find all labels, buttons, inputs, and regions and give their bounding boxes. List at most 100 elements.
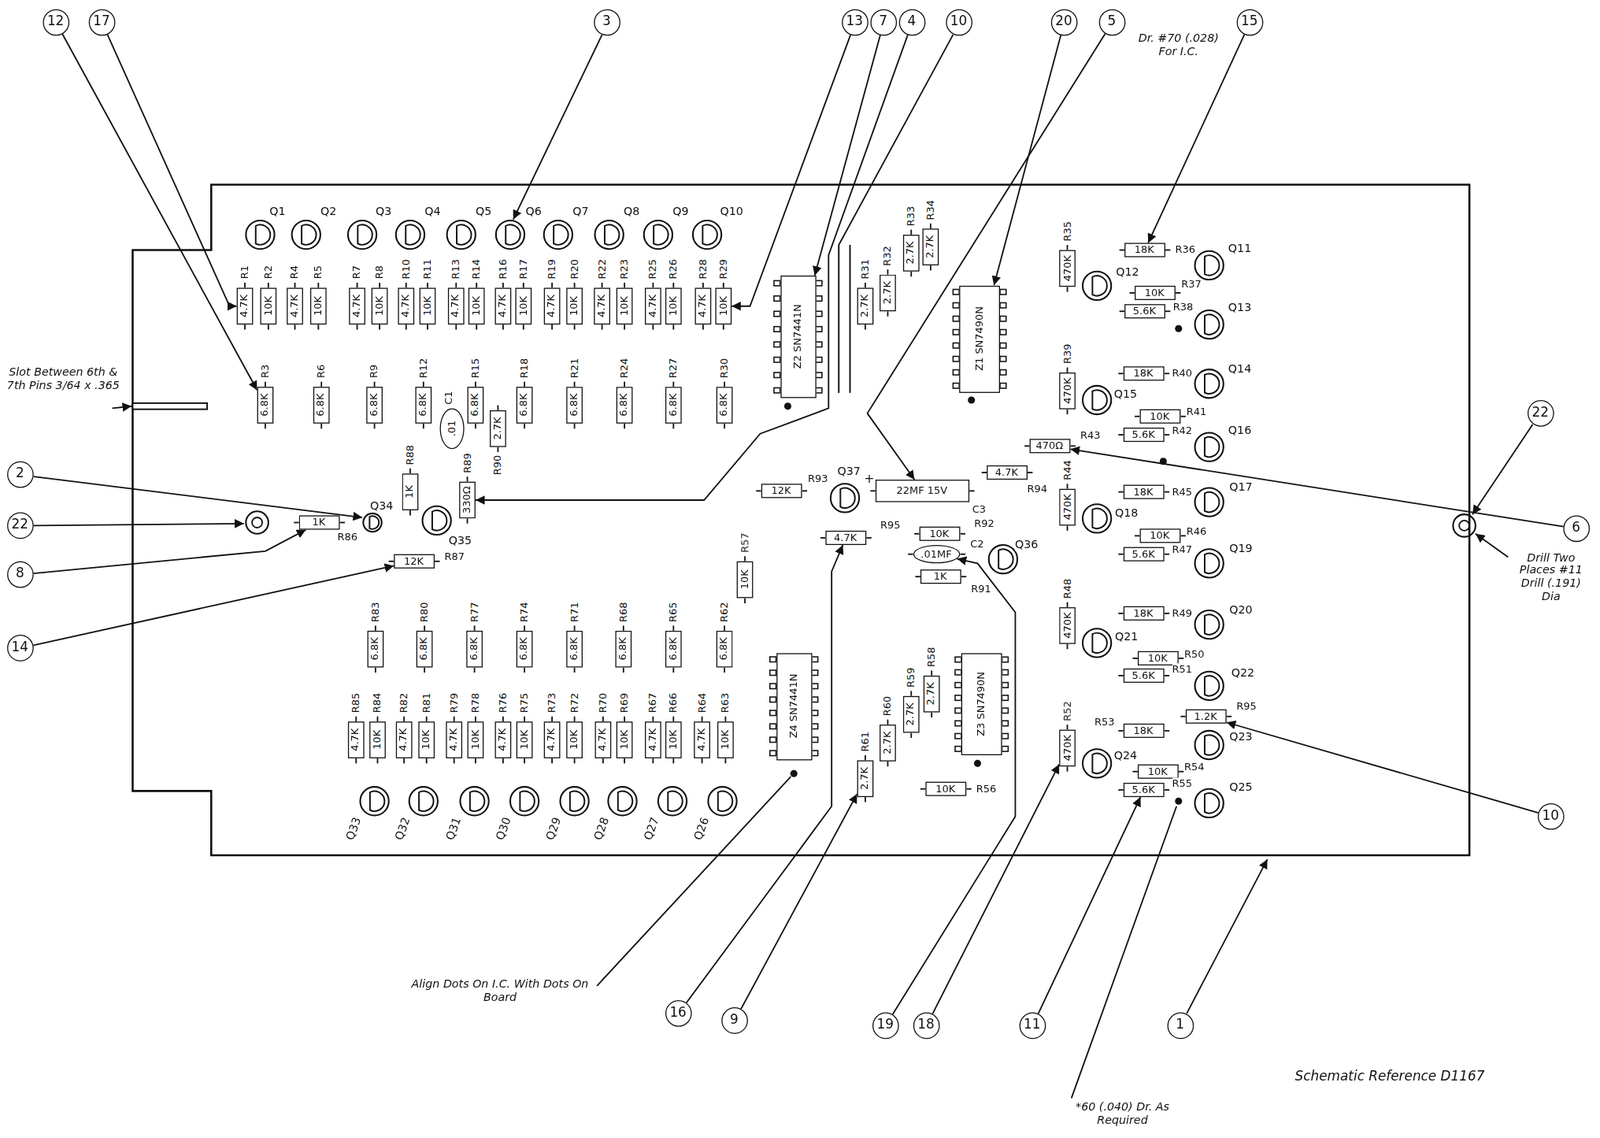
transistor-label: Q19 — [1229, 542, 1252, 556]
ic-pin — [811, 683, 819, 689]
resistor-body: 18KR45 — [1123, 485, 1165, 500]
transistor-flat — [1204, 675, 1219, 696]
transistor-label: Q27 — [641, 815, 662, 842]
ic-pin — [774, 311, 781, 316]
resistor-body: 2.7KR34 — [922, 228, 940, 266]
component-lead — [356, 324, 359, 330]
resistor-body: 5.6KR47 — [1123, 547, 1165, 562]
callout-bubble: 1 — [1167, 1012, 1195, 1040]
transistor-flat — [470, 791, 485, 812]
reference-designator: R58 — [925, 646, 938, 667]
transistor-label: Q12 — [1115, 266, 1139, 279]
transistor-label: Q29 — [544, 815, 564, 842]
resistor-body: 4.7KR7 — [348, 287, 366, 325]
component-value: 470Ω — [1036, 439, 1064, 452]
board-outline — [132, 185, 1470, 856]
transistor-outline — [362, 513, 382, 532]
drawing-note: Dr. #70 (.028) For I.C. — [1131, 33, 1226, 60]
resistor-body: 4.7KR73 — [544, 721, 561, 759]
reference-designator: R36 — [1174, 243, 1196, 256]
resistor-body: 6.8KR71 — [566, 630, 583, 668]
component-value: 4.7K — [646, 727, 659, 751]
reference-designator: R41 — [1186, 405, 1208, 418]
component-value: 6.8K — [618, 392, 630, 416]
component-lead — [1066, 286, 1069, 292]
leader-line — [686, 544, 844, 1003]
alignment-dot — [974, 759, 982, 767]
leader-line — [107, 34, 237, 307]
callout-bubble: 10 — [945, 9, 973, 37]
reference-designator: R46 — [1186, 525, 1208, 538]
reference-designator: R19 — [545, 259, 558, 280]
transistor-flat — [1204, 614, 1219, 634]
transistor-label: Q36 — [1014, 538, 1038, 552]
transistor-flat — [357, 224, 372, 245]
transistor-outline — [1195, 432, 1224, 461]
ic-pin — [815, 296, 823, 301]
callout-number: 19 — [876, 1017, 893, 1033]
resistor-body: 6.8KR12 — [414, 386, 432, 424]
transistor-outline — [544, 220, 573, 249]
callout-number: 7 — [878, 14, 888, 30]
ic-pin — [815, 280, 823, 286]
component-lead — [425, 758, 428, 763]
resistor-body: 6.8KR9 — [366, 386, 383, 424]
component-lead — [1164, 674, 1170, 677]
component-value: 12K — [403, 555, 424, 567]
component-lead — [1164, 553, 1170, 556]
transistor-label: Q30 — [493, 815, 514, 842]
resistor-body: 10KR84 — [369, 721, 386, 759]
resistor-body: 4.7KR94 — [986, 465, 1028, 480]
resistor-body: 10KR46 — [1140, 528, 1182, 543]
reference-designator: R81 — [420, 692, 433, 714]
transistor-outline — [447, 220, 476, 249]
transistor-label: Q26 — [692, 815, 712, 842]
mounting-hole — [1452, 514, 1476, 538]
ic-pin — [811, 737, 819, 742]
reference-designator: R2 — [262, 265, 275, 279]
callout-bubble: 14 — [7, 634, 34, 662]
resistor-body: 6.8KR83 — [367, 630, 385, 668]
transistor-label: Q5 — [475, 205, 492, 219]
resistor-body: 1KR86 — [299, 514, 341, 530]
component-lead — [422, 423, 425, 429]
transistor-label: Q24 — [1114, 749, 1138, 763]
transistor-outline — [1082, 271, 1112, 300]
transistor-flat — [1204, 255, 1219, 275]
transistor-label: Q4 — [424, 205, 441, 219]
ic-pin — [1000, 383, 1007, 389]
callout-number: 10 — [950, 14, 967, 30]
callout-number: 8 — [15, 566, 25, 582]
resistor-body: 4.7KR64 — [693, 721, 711, 759]
component-lead — [672, 667, 675, 673]
component-value: 5.6K — [1133, 304, 1156, 317]
resistor-body: 10KR78 — [467, 721, 485, 759]
resistor-body: 2.7KR32 — [879, 274, 897, 312]
leader-line — [62, 33, 257, 390]
component-lead — [1066, 525, 1069, 530]
transistor-outline — [245, 220, 275, 249]
component-value: 6.8K — [368, 392, 381, 416]
component-value: 4.7K — [449, 294, 462, 318]
component-value: 5.6K — [1132, 669, 1156, 682]
resistor-body: 10KR81 — [418, 721, 435, 759]
component-value: 1.2K — [1194, 710, 1218, 723]
ic-pin — [811, 723, 819, 729]
reference-designator: R73 — [545, 692, 558, 714]
callout-bubble: 11 — [1019, 1012, 1047, 1040]
component-value: 18K — [1134, 243, 1155, 256]
resistor-body: 18KR53 — [1123, 723, 1165, 738]
component-value: 1K — [933, 570, 948, 582]
component-value: 10K — [1148, 651, 1168, 664]
reference-designator: R26 — [666, 259, 679, 280]
component-lead — [930, 712, 933, 718]
resistor-body: 6.8KR68 — [614, 630, 632, 668]
callout-bubble: 6 — [1562, 514, 1590, 542]
transistor-label: Q28 — [592, 815, 612, 842]
capacitor-body: .01MFC2 — [913, 544, 961, 563]
component-lead — [724, 758, 726, 763]
resistor-body: 6.8KR30 — [716, 386, 734, 424]
transistor-flat — [653, 224, 668, 245]
resistor-body: 5.6KR51 — [1123, 668, 1165, 683]
